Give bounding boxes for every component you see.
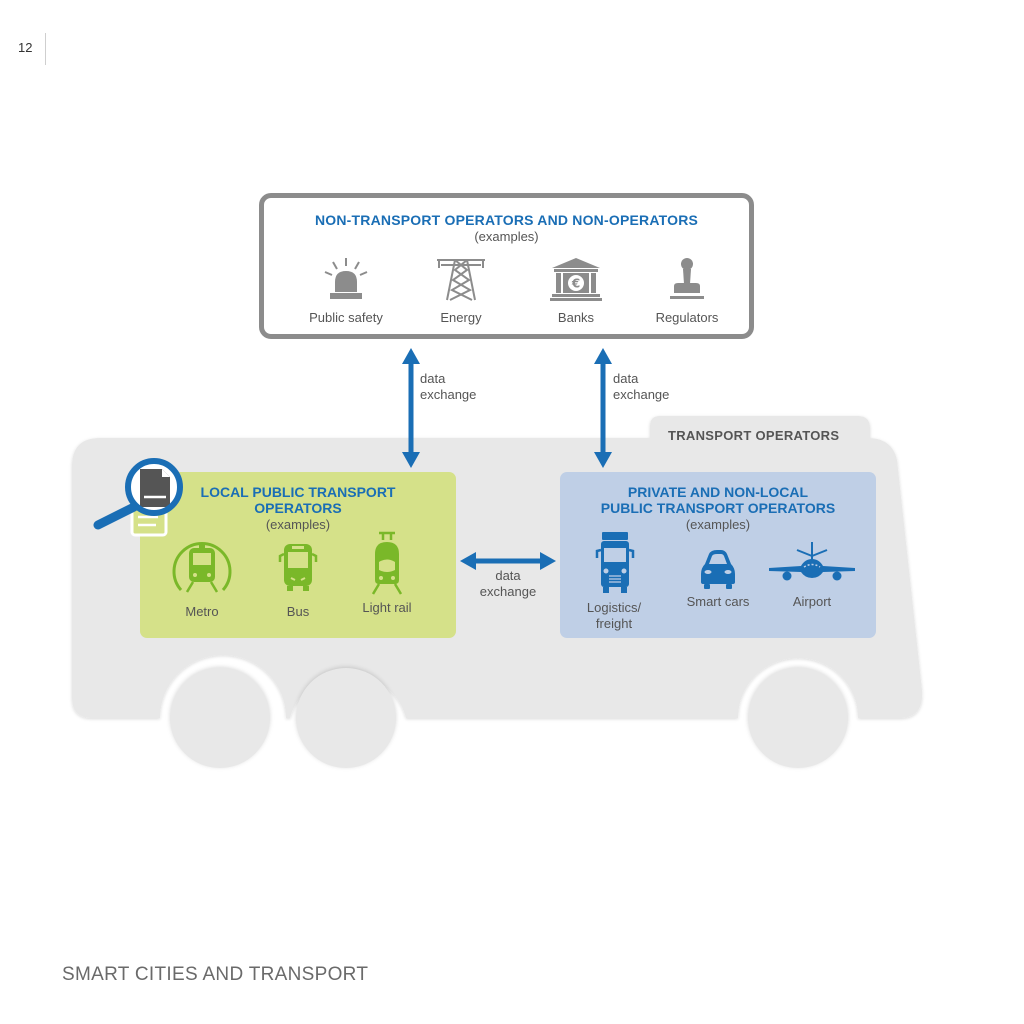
tram-icon [371,531,403,595]
private-item-logistics: Logistics/ freight [564,530,664,632]
private-item-label: Smart cars [686,594,750,609]
private-transport-subtitle: (examples) [685,517,751,532]
non-transport-title: NON-TRANSPORT OPERATORS AND NON-OPERATOR… [314,212,699,228]
car-icon [701,550,735,589]
private-item-airport: Airport [762,540,862,610]
private-transport-box: PRIVATE AND NON-LOCAL PUBLIC TRANSPORT O… [560,472,876,638]
non-transport-item-energy: Energy [401,256,521,325]
non-transport-label: Regulators [655,310,719,325]
local-item-metro: Metro [152,534,252,620]
local-transport-subtitle: (examples) [265,517,331,532]
private-item-label: Airport [792,594,832,609]
metro-icon [172,541,232,593]
non-transport-subtitle: (examples) [474,229,539,244]
power-pylon-icon [437,259,485,301]
stamp-icon [670,258,704,299]
local-item-light-rail: Light rail [337,530,437,616]
truck-icon [595,532,635,593]
bus-wheel-3 [748,668,848,768]
local-transport-title: LOCAL PUBLIC TRANSPORT OPERATORS [200,484,396,516]
non-transport-item-regulators: Regulators [627,256,747,325]
non-transport-item-public-safety: Public safety [286,256,406,325]
non-transport-item-banks: € Banks [516,256,636,325]
arrow-right-vertical [594,348,612,468]
bus-wheel-2 [296,668,396,768]
non-transport-label: Public safety [309,310,383,325]
page-number-divider [45,33,46,65]
local-item-label: Bus [286,604,310,619]
non-transport-label: Banks [557,310,595,325]
private-transport-title: PRIVATE AND NON-LOCAL PUBLIC TRANSPORT O… [600,484,836,516]
arrow-horizontal [460,552,556,570]
bank-euro-icon: € [550,258,602,301]
local-item-label: Metro [185,604,219,619]
page-footer-title: SMART CITIES AND TRANSPORT [62,964,369,985]
page-number: 12 [18,40,33,55]
private-item-label: Logistics/ freight [586,600,642,631]
data-exchange-label-horizontal: data exchange [479,568,537,599]
private-item-smart-cars: Smart cars [668,544,768,610]
data-exchange-label-right: data exchange [613,371,670,402]
magnifier-document-icon [93,458,183,537]
data-exchange-label-left: data exchange [420,371,477,402]
local-item-bus: Bus [248,534,348,620]
siren-icon [324,258,368,299]
svg-text:€: € [571,277,580,291]
bus-wheel-1 [170,668,270,768]
transport-operators-tab [650,416,870,440]
non-transport-operators-box: NON-TRANSPORT OPERATORS AND NON-OPERATOR… [259,193,754,339]
bus-icon [278,544,318,591]
local-public-transport-box: LOCAL PUBLIC TRANSPORT OPERATORS (exampl… [140,472,456,638]
transport-operators-label: TRANSPORT OPERATORS [668,428,840,443]
airplane-icon [769,542,855,581]
arrow-left-vertical [402,348,420,468]
non-transport-label: Energy [440,310,482,325]
local-item-label: Light rail [362,600,412,615]
